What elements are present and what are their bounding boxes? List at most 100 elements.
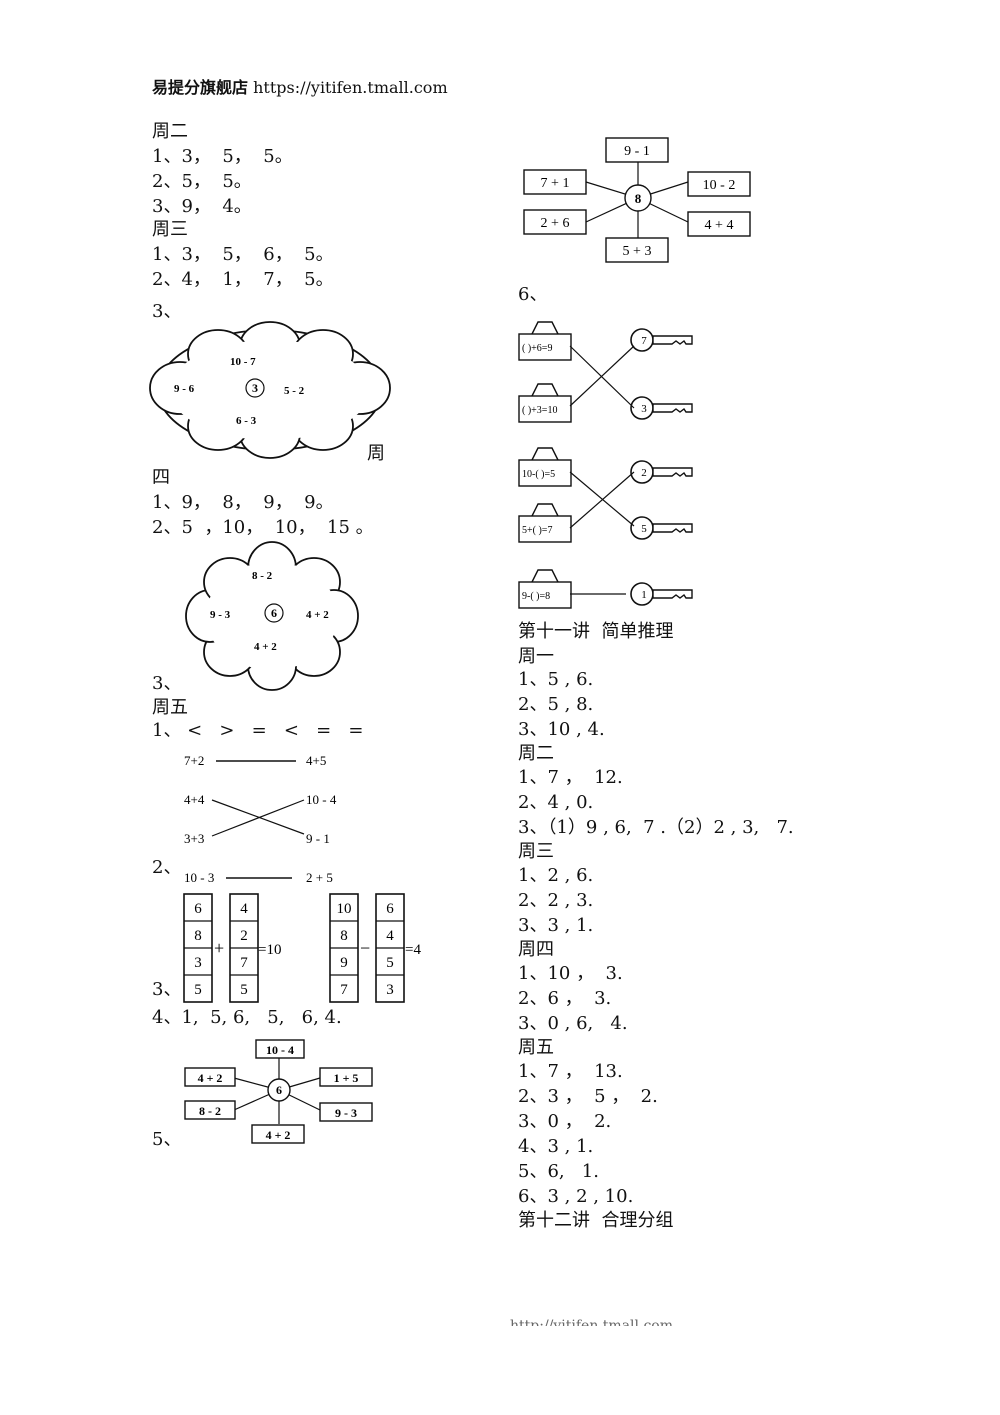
left-line: 1、9， 8， 9， 9。 <box>152 492 334 513</box>
flower1-bottom: 6 - 3 <box>236 415 257 427</box>
right-line: 1、5 , 6. <box>518 669 594 690</box>
shop-name: 易提分旗舰店 <box>152 78 249 97</box>
right-line: 3、0 ， 2. <box>518 1111 612 1132</box>
left-line: 周二 <box>152 121 188 142</box>
starR-top: 9 - 1 <box>624 144 650 159</box>
right-line: 周五 <box>518 1037 554 1058</box>
left-line: 4、1, 5, 6, 5, 6, 4. <box>152 1007 342 1028</box>
left-line: 2、4， 1， 7， 5。 <box>152 269 334 290</box>
flower2-bottom: 4 + 2 <box>254 641 277 653</box>
column-cell: 3 <box>194 955 202 971</box>
match-r3: 9 - 1 <box>306 831 330 846</box>
starL-ll: 8 - 2 <box>199 1104 221 1118</box>
key-number: 5 <box>641 523 647 535</box>
starL-lr: 9 - 3 <box>335 1106 357 1120</box>
column-cell: 10 <box>337 901 352 917</box>
left-line: 3、 <box>152 979 182 1000</box>
right-line: 1、10 ， 3. <box>518 963 623 984</box>
operator: + <box>214 938 224 958</box>
right-line: 3、3 , 1. <box>518 915 594 936</box>
right-line: 第十二讲 合理分组 <box>518 1210 674 1231</box>
right-line: 周三 <box>518 841 554 862</box>
right-line: 周一 <box>518 646 554 667</box>
flower-diagram-2: 6 8 - 2 9 - 3 4 + 2 4 + 2 <box>185 541 359 691</box>
column-cell: 9 <box>340 955 348 971</box>
right-line: 3、0 , 6, 4. <box>518 1013 628 1034</box>
left-line: 周五 <box>152 697 188 718</box>
column-cell: 6 <box>386 901 394 917</box>
left-line: 1、 < > = < = = <box>152 720 364 741</box>
left-line: 1、3， 5， 6， 5。 <box>152 244 334 265</box>
match-r1: 4+5 <box>306 753 326 768</box>
starL-center: 6 <box>276 1083 282 1097</box>
match-l3: 3+3 <box>184 831 204 846</box>
match-l2: 4+4 <box>184 792 205 807</box>
right-line: 5、6, 1. <box>518 1161 599 1182</box>
starL-ur: 1 + 5 <box>334 1071 359 1085</box>
key-number: 1 <box>641 589 647 601</box>
right-line: 2、6 ， 3. <box>518 988 612 1009</box>
bag-label: 9-( )=8 <box>522 591 550 602</box>
flower1-right: 5 - 2 <box>284 385 305 397</box>
starL-top: 10 - 4 <box>266 1043 294 1057</box>
right-line: 6、 <box>518 284 548 305</box>
starR-ul: 7 + 1 <box>541 176 570 191</box>
match-r4: 2 + 5 <box>306 870 333 885</box>
left-line: 3、 <box>152 673 182 694</box>
flower2-center-circle <box>264 603 284 623</box>
equation-result: =10 <box>258 942 281 958</box>
bag-label: 5+( )=7 <box>522 525 552 536</box>
right-line: 2、3 ， 5 ， 2. <box>518 1086 658 1107</box>
left-line: 1、3， 5， 5。 <box>152 146 293 167</box>
right-line: 2、4 , 0. <box>518 792 594 813</box>
bag-label: ( )+3=10 <box>522 405 557 416</box>
column-cell: 6 <box>194 901 202 917</box>
match-r2: 10 - 4 <box>306 792 337 807</box>
flower-diagram-1: 3 10 - 7 9 - 6 5 - 2 6 - 3 <box>149 321 391 459</box>
right-line: 3、10 , 4. <box>518 719 605 740</box>
right-line: 2、5 , 8. <box>518 694 594 715</box>
column-cell: 4 <box>386 928 394 944</box>
left-line: 周三 <box>152 219 188 240</box>
flower2-top: 8 - 2 <box>252 570 273 582</box>
shop-url: https://yitifen.tmall.com <box>253 78 448 97</box>
starR-ur: 10 - 2 <box>703 178 736 193</box>
star-diagram-right: 8 9 - 1 7 + 1 10 - 2 2 + 6 4 + 4 5 + 3 <box>523 137 751 263</box>
equation-result: =4 <box>405 942 421 958</box>
flower1-top: 10 - 7 <box>230 356 256 368</box>
matching-lines-diagram: 7+2 4+5 4+4 10 - 4 3+3 9 - 1 10 - 3 2 + … <box>184 753 337 885</box>
column-cell: 3 <box>386 982 394 998</box>
flower1-left: 9 - 6 <box>174 383 195 395</box>
flower1-center-circle <box>245 378 265 398</box>
bag-label: 10-( )=5 <box>522 469 555 480</box>
starL-bottom: 4 + 2 <box>266 1128 291 1142</box>
right-line: 第十一讲 简单推理 <box>518 621 674 642</box>
right-line: 2、2 , 3. <box>518 890 594 911</box>
starR-ll: 2 + 6 <box>541 216 570 231</box>
flower1-center: 3 <box>252 381 258 395</box>
flower2-right: 4 + 2 <box>306 609 329 621</box>
key-number: 7 <box>641 335 647 347</box>
column-cell: 8 <box>194 928 202 944</box>
column-cell: 5 <box>194 982 202 998</box>
left-line: 2、5 ，10， 10， 15 。 <box>152 517 374 538</box>
right-line: 6、3 , 2 , 10. <box>518 1186 634 1207</box>
column-cell: 2 <box>240 928 248 944</box>
column-cell: 7 <box>340 982 348 998</box>
left-line: 2、 <box>152 857 182 878</box>
right-line: 1、2 , 6. <box>518 865 594 886</box>
operator: − <box>360 938 370 958</box>
key-number: 3 <box>641 403 647 415</box>
right-line: 1、7 ， 13. <box>518 1061 623 1082</box>
page-header: 易提分旗舰店 https://yitifen.tmall.com <box>152 74 448 98</box>
flower2-left: 9 - 3 <box>210 609 231 621</box>
starR-center: 8 <box>635 191 642 206</box>
left-line: 5、 <box>152 1129 182 1150</box>
starR-lr: 4 + 4 <box>705 218 734 233</box>
flower2-center: 6 <box>271 606 277 620</box>
starL-ul: 4 + 2 <box>198 1071 223 1085</box>
right-line: 周二 <box>518 743 554 764</box>
starR-bottom: 5 + 3 <box>623 244 652 259</box>
